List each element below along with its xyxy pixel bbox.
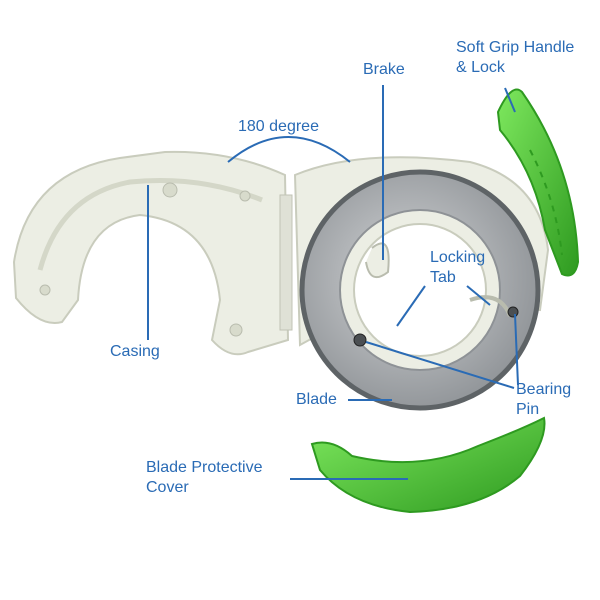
leader-handle xyxy=(504,87,516,113)
label-handle: Soft Grip Handle & Lock xyxy=(456,38,600,78)
grip-handle xyxy=(496,88,580,277)
leader-bearing-1 xyxy=(365,341,515,389)
leader-bearing-2 xyxy=(514,313,519,386)
label-locking-line2: Tab xyxy=(430,269,456,286)
leader-lines xyxy=(147,85,519,480)
label-casing: Casing xyxy=(110,343,160,360)
label-bearing-line2: Pin xyxy=(516,401,540,418)
angle-arc xyxy=(227,136,351,163)
label-handle-line2: & Lock xyxy=(456,59,505,76)
casing-left-half xyxy=(12,150,293,356)
label-locking-line1: Locking xyxy=(430,249,486,266)
blade-ring xyxy=(299,169,541,411)
label-handle-line1: Soft Grip Handle xyxy=(456,39,575,56)
label-bearing-pin: Bearing Pin xyxy=(516,380,596,420)
label-locking-tab: Locking Tab xyxy=(430,248,510,288)
label-brake: Brake xyxy=(363,61,405,78)
label-blade: Blade xyxy=(296,391,337,408)
protective-cover xyxy=(310,416,546,514)
label-cover: Blade Protective Cover xyxy=(146,458,296,498)
leader-locking-2 xyxy=(466,285,491,306)
label-cover-line1: Blade Protective xyxy=(146,459,263,476)
bearing-pin xyxy=(353,333,367,347)
label-angle: 180 degree xyxy=(238,118,319,135)
leader-locking xyxy=(396,285,426,327)
label-bearing-line1: Bearing xyxy=(516,381,572,398)
label-cover-line2: Cover xyxy=(146,479,189,496)
